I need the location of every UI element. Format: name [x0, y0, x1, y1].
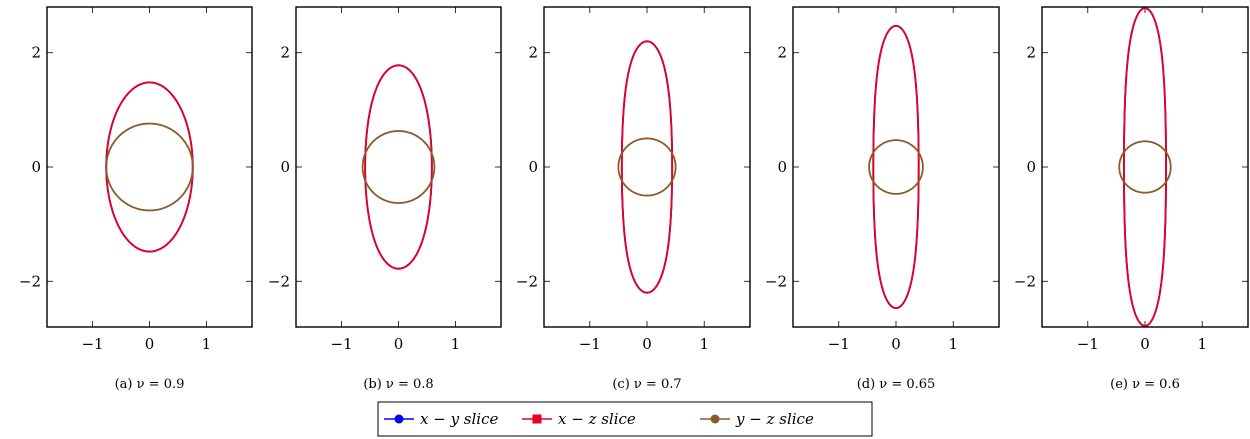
y-tick-label: 0 — [777, 158, 787, 176]
y-tick-label: 2 — [31, 44, 41, 62]
series-yz-curve — [617, 137, 677, 197]
legend-entry-xz: x − z slice — [522, 410, 636, 428]
panel-2: −1 0 1 −2 0 2 (b) ν = 0.8 — [268, 6, 502, 392]
x-tick-label: 0 — [145, 335, 155, 353]
legend-box — [377, 401, 873, 437]
series-xy-curve — [620, 40, 674, 294]
panel-caption: (a) ν = 0.9 — [115, 377, 185, 392]
series-xz-curve — [620, 40, 674, 294]
y-tick-label: −2 — [268, 272, 290, 290]
plot-frame — [792, 6, 1000, 328]
series-yz-curve — [105, 122, 194, 212]
legend-entry-xy: x − y slice — [384, 410, 498, 428]
y-tick-label: 0 — [528, 158, 538, 176]
series-xz-curve — [1123, 7, 1167, 327]
legend-marker-xz — [532, 414, 542, 424]
series-xy-curve — [872, 24, 920, 310]
y-tick-label: 0 — [31, 158, 41, 176]
x-tick-label: −1 — [1077, 335, 1099, 353]
y-tick-label: −2 — [19, 272, 41, 290]
panel-4: −1 0 1 −2 0 2 (d) ν = 0.65 — [765, 6, 1000, 392]
y-tick-label: −2 — [516, 272, 538, 290]
legend-label-xz: x − z slice — [558, 410, 636, 428]
series-xy-curve — [1123, 7, 1167, 327]
x-tick-label: 0 — [891, 335, 901, 353]
x-tick-label: −1 — [579, 335, 601, 353]
y-tick-label: 2 — [1026, 44, 1036, 62]
x-tick-label: 1 — [699, 335, 709, 353]
panel-1: −1 0 1 −2 0 2 (a) ν = 0.9 — [19, 6, 253, 392]
legend-marker-xy — [394, 414, 404, 424]
y-tick-label: 2 — [280, 44, 290, 62]
legend-marker-yz — [710, 414, 720, 424]
x-tick-label: 0 — [1140, 335, 1150, 353]
series-yz-curve — [1118, 140, 1172, 194]
y-tick-label: 2 — [528, 44, 538, 62]
x-tick-label: 0 — [642, 335, 652, 353]
legend-entry-yz: y − z slice — [700, 410, 814, 428]
y-tick-label: 2 — [777, 44, 787, 62]
x-tick-label: −1 — [81, 335, 103, 353]
panel-3: −1 0 1 −2 0 2 (c) ν = 0.7 — [516, 6, 751, 392]
x-tick-label: 0 — [394, 335, 404, 353]
plot-frame — [46, 6, 253, 328]
series-yz-curve — [868, 139, 924, 195]
series-xz-curve — [105, 81, 194, 253]
series-xy-curve — [364, 64, 433, 270]
y-tick-label: 0 — [280, 158, 290, 176]
series-xz-curve — [364, 64, 433, 270]
legend-label-yz: y − z slice — [735, 410, 814, 428]
x-tick-label: 1 — [1197, 335, 1207, 353]
panel-caption: (c) ν = 0.7 — [612, 377, 681, 392]
series-yz-curve — [361, 130, 436, 204]
legend: x − y slice x − z slice y − z slice — [377, 401, 873, 437]
legend-label-xy: x − y slice — [420, 410, 498, 428]
x-tick-label: −1 — [828, 335, 850, 353]
panel-caption: (e) ν = 0.6 — [1110, 377, 1180, 392]
x-tick-label: 1 — [451, 335, 461, 353]
panel-caption: (d) ν = 0.65 — [857, 377, 936, 392]
x-tick-label: 1 — [948, 335, 958, 353]
series-xz-curve — [872, 24, 920, 310]
x-tick-label: 1 — [202, 335, 212, 353]
plot-frame — [543, 6, 751, 328]
plot-frame — [295, 6, 502, 328]
y-tick-label: 0 — [1026, 158, 1036, 176]
y-tick-label: −2 — [1014, 272, 1036, 290]
panel-caption: (b) ν = 0.8 — [363, 377, 433, 392]
y-tick-label: −2 — [765, 272, 787, 290]
panel-5: −1 0 1 −2 0 2 (e) ν = 0.6 — [1014, 6, 1249, 392]
x-tick-label: −1 — [330, 335, 352, 353]
plot-frame — [1041, 6, 1249, 328]
